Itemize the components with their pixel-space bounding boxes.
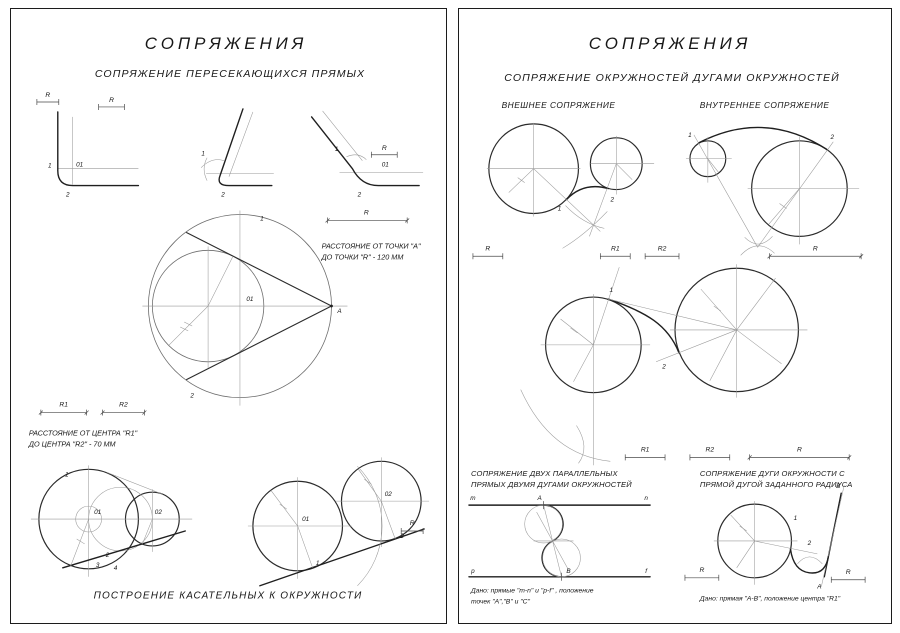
dim-label-r: R [109, 97, 114, 104]
dim-label-r1: R1 [59, 402, 68, 409]
center-label-01: 01 [76, 162, 83, 169]
point-label-1: 1 [201, 151, 205, 158]
fillet-acute-angle-construction: 1 2 [200, 108, 274, 199]
parallel-caption-line2: точек "А","В" и "С" [471, 599, 531, 606]
center-label-02: 02 [155, 509, 163, 516]
dim-label-r: R [797, 446, 802, 453]
dim-label-r2: R2 [119, 402, 128, 409]
point-label-p: p [470, 568, 475, 575]
center-label-02: 02 [385, 491, 393, 498]
point-label-a: A [816, 584, 821, 591]
point-label-1: 1 [610, 287, 614, 294]
dim-label-r1: R1 [611, 245, 620, 252]
point-label-2: 2 [65, 192, 70, 199]
dim-label-r: R [699, 567, 704, 574]
dim-label-r: R [364, 209, 369, 216]
left-sheet-title: СОПРЯЖЕНИЯ [145, 34, 307, 53]
center-label-01: 01 [94, 509, 101, 516]
point-label-1: 1 [316, 560, 320, 567]
point-label-1: 1 [48, 163, 52, 170]
right-drawing-sheet: СОПРЯЖЕНИЯ СОПРЯЖЕНИЕ ОКРУЖНОСТЕЙ ДУГАМИ… [458, 8, 892, 624]
arcline-heading-line1: СОПРЯЖЕНИЕ ДУГИ ОКРУЖНОСТИ С [700, 469, 845, 478]
arcline-heading-line2: ПРЯМОЙ ДУГОЙ ЗАДАННОГО РАДИУСА [700, 480, 853, 489]
internal-tangency-label: ВНУТРЕННЕЕ СОПРЯЖЕНИЕ [700, 100, 830, 110]
arcline-caption: Дано: прямая "А-В", положение центра "R1… [699, 596, 841, 603]
point-label-n: n [644, 495, 648, 502]
distance-note-line1: РАССТОЯНИЕ ОТ ТОЧКИ "А" [322, 241, 421, 250]
point-label-f: f [645, 568, 648, 575]
point-label-2: 2 [105, 552, 110, 559]
right-sheet-title: СОПРЯЖЕНИЯ [589, 34, 751, 53]
point-label-1: 1 [794, 515, 798, 522]
left-sheet-drawing: СОПРЯЖЕНИЯ СОПРЯЖЕНИЕ ПЕРЕСЕКАЮЩИХСЯ ПРЯ… [28, 34, 430, 602]
right-sheet-drawing: СОПРЯЖЕНИЯ СОПРЯЖЕНИЕ ОКРУЖНОСТЕЙ ДУГАМИ… [468, 34, 866, 606]
fillet-obtuse-angle-construction: R 01 1 2 [310, 110, 424, 199]
parallel-heading-line2: ПРЯМЫХ ДВУМЯ ДУГАМИ ОКРУЖНОСТЕЙ [471, 480, 632, 489]
ogee-tangency-construction: 1 2 [520, 264, 808, 466]
point-label-b: B [566, 568, 571, 575]
left-sheet-caption: ПОСТРОЕНИЕ КАСАТЕЛЬНЫХ К ОКРУЖНОСТИ [94, 591, 363, 602]
external-tangency-construction: 1 2 [486, 122, 655, 249]
point-label-a: A [537, 495, 542, 502]
parallel-lines-conjugation: СОПРЯЖЕНИЕ ДВУХ ПАРАЛЛЕЛЬНЫХ ПРЯМЫХ ДВУМ… [468, 469, 651, 606]
common-tangent-construction: R 01 02 1 2 [247, 457, 430, 587]
centers-note-line2: ДО ЦЕНТРА "R2" - 70 ММ [28, 439, 117, 448]
internal-tangency-construction: 1 2 [685, 126, 860, 256]
dim-label-r1: R1 [641, 446, 650, 453]
point-label-2: 2 [807, 540, 812, 547]
point-label-2: 2 [220, 192, 225, 199]
arc-line-conjugation: СОПРЯЖЕНИЕ ДУГИ ОКРУЖНОСТИ С ПРЯМОЙ ДУГО… [684, 469, 866, 603]
dim-label-r: R [45, 92, 50, 99]
center-label-01: 01 [302, 516, 309, 523]
right-sheet-subtitle: СОПРЯЖЕНИЕ ОКРУЖНОСТЕЙ ДУГАМИ ОКРУЖНОСТЕ… [504, 71, 839, 84]
belt-tangent-construction: 1 01 02 2 3 4 [30, 465, 193, 577]
center-label-01: 01 [382, 162, 389, 169]
point-label-2: 2 [357, 192, 362, 199]
dim-label-r: R [410, 520, 415, 527]
point-label-a: A [336, 308, 341, 315]
point-label-4: 4 [114, 565, 118, 572]
left-drawing-sheet: СОПРЯЖЕНИЯ СОПРЯЖЕНИЕ ПЕРЕСЕКАЮЩИХСЯ ПРЯ… [10, 8, 447, 624]
center-label-01: 01 [246, 296, 253, 303]
dimension-bars-row1: R R1 R2 R [472, 245, 864, 260]
distance-note-line2: ДО ТОЧКИ "R" - 120 ММ [321, 252, 405, 261]
point-label-2: 2 [189, 393, 194, 400]
parallel-caption-line1: Дано: прямые "m-n" и "p-f" , положение [470, 588, 594, 595]
fillet-right-angle-construction: R R 1 01 2 [36, 92, 140, 199]
point-label-1: 1 [335, 146, 339, 153]
centers-note-line1: РАССТОЯНИЕ ОТ ЦЕНТРА "R1" [29, 428, 138, 437]
dim-label-r: R [485, 245, 490, 252]
point-label-2: 2 [829, 134, 834, 141]
point-label-1: 1 [65, 471, 69, 478]
dimension-bars-row2: R1 R2 R [624, 446, 852, 461]
radii-dimension-note: R1 R2 РАССТОЯНИЕ ОТ ЦЕНТРА "R1" ДО ЦЕНТР… [28, 402, 147, 448]
point-label-1: 1 [688, 132, 692, 139]
parallel-heading-line1: СОПРЯЖЕНИЕ ДВУХ ПАРАЛЛЕЛЬНЫХ [471, 469, 619, 478]
external-tangency-label: ВНЕШНЕЕ СОПРЯЖЕНИЕ [502, 100, 616, 110]
point-label-2: 2 [661, 364, 666, 371]
point-label-3: 3 [96, 562, 100, 569]
point-label-2: 2 [610, 197, 615, 204]
dim-label-r2: R2 [706, 446, 715, 453]
dim-label-r2: R2 [658, 245, 667, 252]
point-label-m: m [470, 495, 475, 502]
point-label-1: 1 [558, 205, 562, 212]
point-label-2: 2 [399, 533, 404, 540]
dim-label-r: R [846, 569, 851, 576]
point-label-b: B [836, 483, 841, 490]
point-label-1: 1 [260, 215, 264, 222]
tangents-from-point-construction: R РАССТОЯНИЕ ОТ ТОЧКИ "А" ДО ТОЧКИ "R" -… [142, 209, 421, 406]
left-sheet-subtitle: СОПРЯЖЕНИЕ ПЕРЕСЕКАЮЩИХСЯ ПРЯМЫХ [95, 68, 365, 80]
dim-label-r: R [382, 145, 387, 152]
dim-label-r: R [813, 245, 818, 252]
